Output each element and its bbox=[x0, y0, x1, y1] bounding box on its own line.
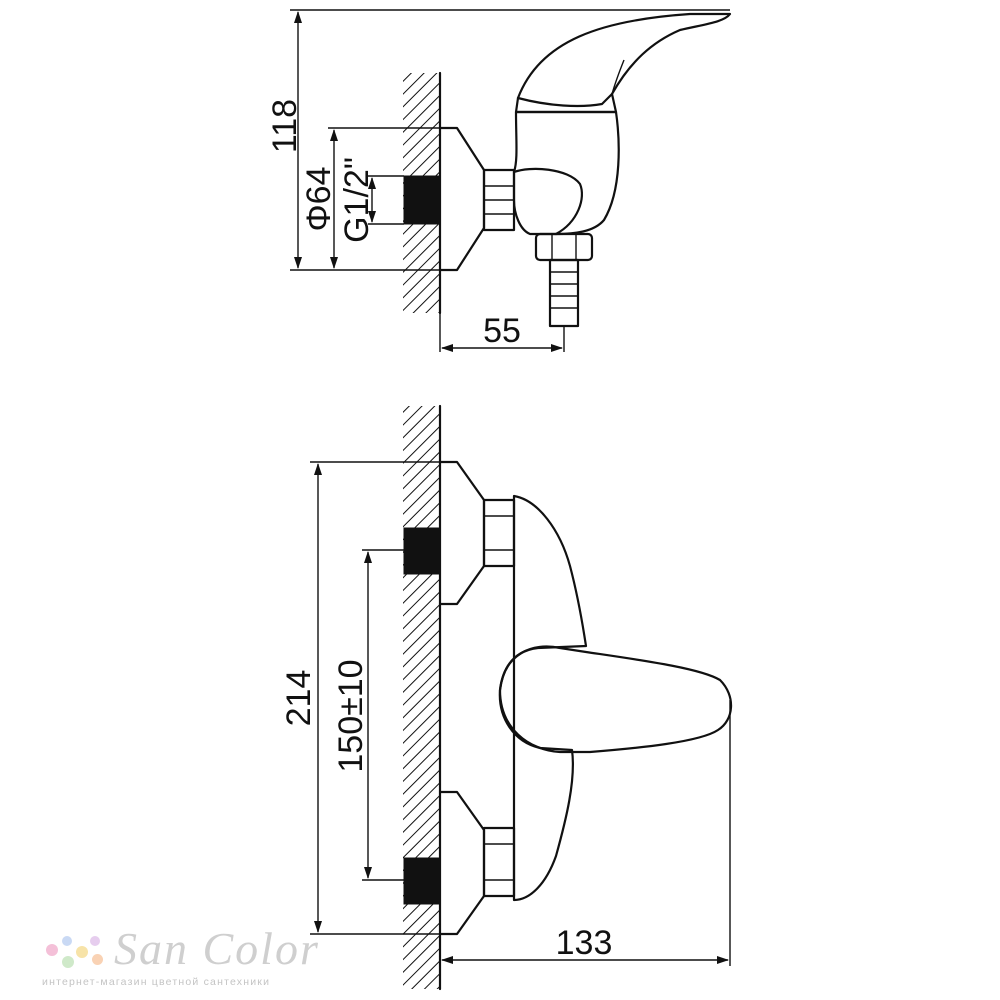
dim-phi64: Φ64 bbox=[300, 167, 338, 232]
watermark-dot bbox=[62, 956, 74, 968]
watermark-dot bbox=[62, 936, 72, 946]
flange-lower bbox=[438, 790, 486, 936]
watermark-tagline: интернет-магазин цветной сантехники bbox=[42, 976, 271, 988]
watermark-dot bbox=[92, 954, 103, 965]
hose-fitting-side bbox=[548, 258, 580, 328]
nut-lower bbox=[482, 826, 516, 898]
watermark-logo-text: San Color bbox=[114, 923, 320, 974]
wall-socket-upper bbox=[403, 527, 441, 575]
dim-150: 150±10 bbox=[332, 659, 370, 772]
dim-55: 55 bbox=[483, 312, 521, 350]
dim-118: 118 bbox=[266, 99, 304, 153]
dim-thread: G1/2" bbox=[338, 157, 376, 243]
mixer-body-front bbox=[498, 494, 588, 902]
watermark-dot bbox=[46, 944, 58, 956]
hose-nut-side bbox=[534, 232, 594, 262]
mixer-body-side bbox=[512, 110, 620, 236]
dim-133: 133 bbox=[556, 924, 613, 962]
side-view: 118 Φ64 G1/2" 55 bbox=[266, 9, 732, 352]
watermark: San Color интернет-магазин цветной санте… bbox=[42, 922, 318, 992]
lever-front bbox=[498, 645, 733, 754]
nut-upper bbox=[482, 498, 516, 568]
lever-side bbox=[516, 12, 732, 108]
watermark-dot bbox=[90, 936, 100, 946]
flange-upper bbox=[438, 460, 486, 606]
body-collar-side bbox=[512, 167, 584, 236]
wall-socket-lower bbox=[403, 857, 441, 905]
lever-base-side bbox=[514, 92, 618, 114]
wall-socket-top bbox=[403, 175, 441, 225]
watermark-dot bbox=[76, 946, 88, 958]
front-view: 214 150±10 133 bbox=[280, 404, 733, 991]
flange-side bbox=[438, 126, 486, 272]
dim-214: 214 bbox=[280, 670, 318, 727]
